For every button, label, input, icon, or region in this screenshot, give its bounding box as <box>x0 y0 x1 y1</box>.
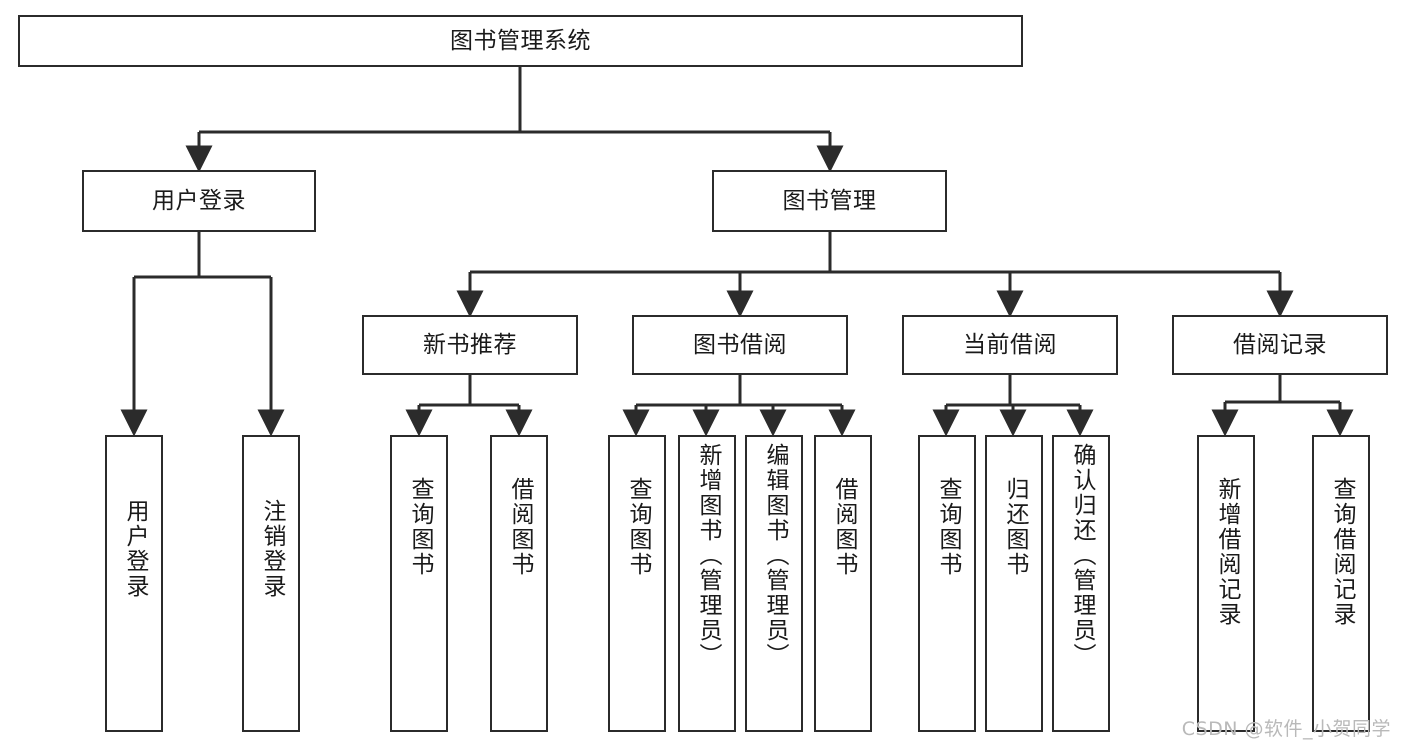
leaf-edit-book-label: 编辑图书（管理员） <box>761 443 788 668</box>
leaf-add-book[interactable]: 新增图书（管理员） <box>678 435 736 732</box>
node-book-management-label: 图书管理 <box>782 187 877 214</box>
leaf-borrow-book-2-label: 借阅图书 <box>830 477 857 577</box>
leaf-borrow-book-1-label: 借阅图书 <box>506 477 533 577</box>
node-user-login[interactable]: 用户登录 <box>82 170 316 232</box>
leaf-user-login-label: 用户登录 <box>121 499 148 599</box>
leaf-query-book-1-label: 查询图书 <box>406 477 433 577</box>
node-book-borrow-label: 图书借阅 <box>693 331 787 358</box>
leaf-query-book-1[interactable]: 查询图书 <box>390 435 448 732</box>
node-root-label: 图书管理系统 <box>450 27 591 54</box>
leaf-query-record-label: 查询借阅记录 <box>1328 477 1355 627</box>
node-user-login-label: 用户登录 <box>152 187 246 214</box>
leaf-query-book-2-label: 查询图书 <box>624 477 651 577</box>
leaf-add-record[interactable]: 新增借阅记录 <box>1197 435 1255 732</box>
node-borrow-record-label: 借阅记录 <box>1233 331 1327 358</box>
leaf-return-book-label: 归还图书 <box>1001 477 1028 577</box>
leaf-edit-book[interactable]: 编辑图书（管理员） <box>745 435 803 732</box>
leaf-query-book-3-label: 查询图书 <box>934 477 961 577</box>
node-current-borrow[interactable]: 当前借阅 <box>902 315 1118 375</box>
node-new-book-recommend[interactable]: 新书推荐 <box>362 315 578 375</box>
node-borrow-record[interactable]: 借阅记录 <box>1172 315 1388 375</box>
leaf-confirm-return[interactable]: 确认归还（管理员） <box>1052 435 1110 732</box>
leaf-query-book-2[interactable]: 查询图书 <box>608 435 666 732</box>
node-book-management[interactable]: 图书管理 <box>712 170 947 232</box>
leaf-add-book-label: 新增图书（管理员） <box>694 443 721 668</box>
leaf-logout-login[interactable]: 注销登录 <box>242 435 300 732</box>
node-book-borrow[interactable]: 图书借阅 <box>632 315 848 375</box>
leaf-borrow-book-1[interactable]: 借阅图书 <box>490 435 548 732</box>
leaf-logout-login-label: 注销登录 <box>258 499 285 599</box>
leaf-confirm-return-label: 确认归还（管理员） <box>1068 443 1095 668</box>
leaf-user-login[interactable]: 用户登录 <box>105 435 163 732</box>
node-new-book-recommend-label: 新书推荐 <box>423 331 517 358</box>
leaf-borrow-book-2[interactable]: 借阅图书 <box>814 435 872 732</box>
leaf-query-record[interactable]: 查询借阅记录 <box>1312 435 1370 732</box>
leaf-add-record-label: 新增借阅记录 <box>1213 477 1240 627</box>
leaf-return-book[interactable]: 归还图书 <box>985 435 1043 732</box>
leaf-query-book-3[interactable]: 查询图书 <box>918 435 976 732</box>
node-current-borrow-label: 当前借阅 <box>963 331 1057 358</box>
node-root[interactable]: 图书管理系统 <box>18 15 1023 67</box>
